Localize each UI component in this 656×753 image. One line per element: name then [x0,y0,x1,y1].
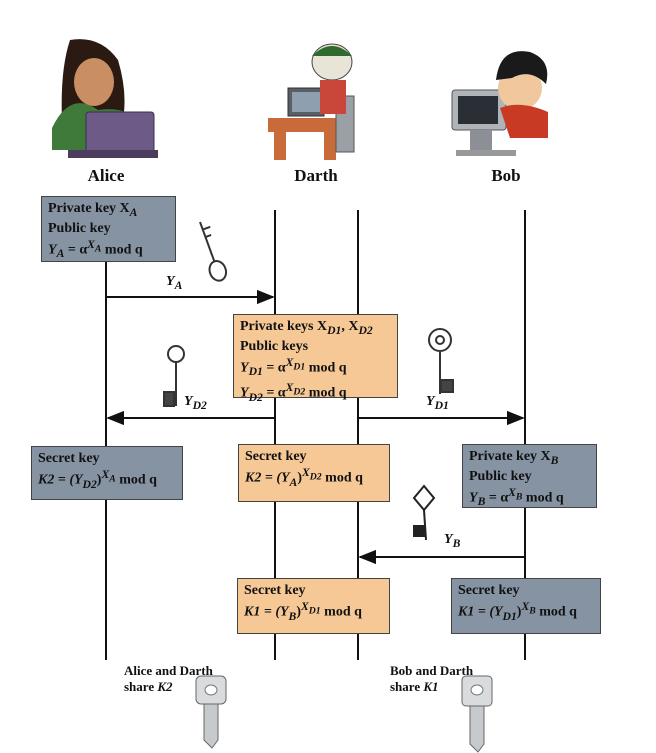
participant-name-alice: Alice [87,166,125,185]
key-share-k2-icon [195,675,227,749]
message-label-yd2: YD2 [184,394,207,412]
alice-secret-box: Secret key K2 = (YD2)XA mod q [31,446,183,500]
bob-illustration [451,51,548,156]
bob-key-box: Private key XB Public key YB = αXB mod q [462,444,597,508]
key-yd2-icon [163,345,185,407]
share-caption-k1: Bob and Darth share K1 [390,663,474,694]
darth-secret-k1-box: Secret key K1 = (YB)XD1 mod q [237,578,390,634]
message-label-yd1: YD1 [426,394,449,412]
key-yb-icon [412,484,436,541]
participant-name-darth: Darth [294,166,338,185]
darth-key-box: Private keys XD1, XD2 Public keys YD1 = … [233,314,398,404]
key-ya-icon [199,221,228,282]
bob-secret-box: Secret key K1 = (YD1)XB mod q [451,578,601,634]
darth-secret-k2-box: Secret key K2 = (YA)XD2 mod q [238,444,390,502]
alice-illustration [52,39,158,158]
message-label-ya: YA [166,274,183,292]
alice-key-box: Private key XA Public key YA = αXA mod q [41,196,176,262]
share-caption-k2: Alice and Darth share K2 [124,663,213,694]
darth-illustration [268,43,355,160]
message-label-yb: YB [444,532,461,550]
participant-name-bob: Bob [491,166,521,185]
key-share-k1-icon [461,675,493,753]
key-yd1-icon [428,328,454,394]
